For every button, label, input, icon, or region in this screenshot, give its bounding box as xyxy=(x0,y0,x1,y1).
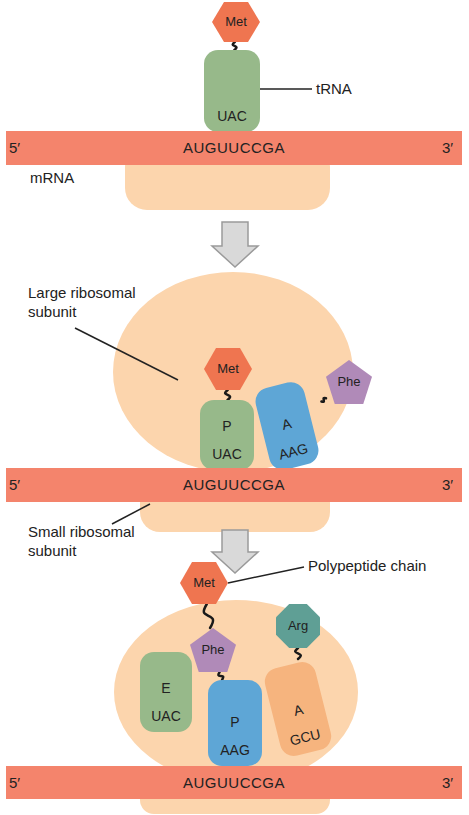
trna: E UAC xyxy=(140,652,192,732)
trna-text: UAC xyxy=(212,446,242,462)
trna-text: GCU xyxy=(288,726,322,749)
leader-line xyxy=(228,567,304,583)
text-holder: AUGUUCCGA xyxy=(6,131,462,165)
trna: UAC xyxy=(204,50,260,132)
shape-fill xyxy=(190,628,236,672)
part-label: Small ribosomal subunit xyxy=(28,522,158,560)
text-holder: Arg xyxy=(276,604,320,648)
trna-text: AAG xyxy=(277,440,310,463)
shape-fill xyxy=(326,360,372,404)
amino-acid: Met xyxy=(212,2,260,42)
peptide-bond-link xyxy=(233,42,237,50)
mrna-strand: AUGUUCCGA xyxy=(6,131,462,165)
leader-line xyxy=(260,88,312,90)
amino-acid-name: Met xyxy=(217,361,239,377)
text-holder: Met xyxy=(212,2,260,42)
peptide-bond-link xyxy=(204,604,213,628)
amino-acid: Met xyxy=(180,562,228,604)
trna-text: P xyxy=(222,418,231,434)
amino-acid: Phe xyxy=(190,628,236,672)
amino-acid-name: Arg xyxy=(288,618,308,634)
peptide-bond-link xyxy=(321,398,326,402)
sequence-text: AUGUUCCGA xyxy=(183,477,285,493)
trna-text: AAG xyxy=(220,742,250,758)
trna-text: UAC xyxy=(217,108,247,124)
text-holder: AUGUUCCGA xyxy=(6,468,462,502)
text-holder: Phe xyxy=(326,360,372,404)
step-arrow xyxy=(212,222,258,267)
shape-fill xyxy=(212,2,260,42)
shape-fill xyxy=(204,348,252,390)
strand-end: 5′ xyxy=(9,773,20,792)
text-holder: Met xyxy=(204,348,252,390)
sequence-text: AUGUUCCGA xyxy=(183,140,285,156)
shape-fill xyxy=(180,562,228,604)
trna-text: P xyxy=(230,714,239,730)
part-label: Large ribosomal subunit xyxy=(28,283,158,321)
part-label: mRNA xyxy=(30,168,74,187)
peptide-bond-link xyxy=(218,672,223,680)
trna: P AAG xyxy=(208,680,262,766)
text-holder: AUGUUCCGA xyxy=(6,766,462,799)
trna-text: A xyxy=(292,701,305,719)
text-holder: P AAG xyxy=(208,680,262,766)
amino-acid: Arg xyxy=(276,604,320,648)
peptide-bond-link xyxy=(295,648,301,659)
shape-fill xyxy=(276,604,320,648)
text-holder: Phe xyxy=(190,628,236,672)
amino-acid: Met xyxy=(204,348,252,390)
mrna-strand: AUGUUCCGA xyxy=(6,468,462,502)
text-holder: P UAC xyxy=(200,400,254,470)
strand-end: 5′ xyxy=(9,138,20,157)
trna-text: A xyxy=(280,415,293,433)
part-label: tRNA xyxy=(316,79,352,98)
amino-acid-name: Met xyxy=(225,14,247,30)
strand-end: 5′ xyxy=(9,475,20,494)
part-label: Polypeptide chain xyxy=(308,556,426,575)
trna-text: UAC xyxy=(151,708,181,724)
text-holder: E UAC xyxy=(140,652,192,732)
amino-acid: Phe xyxy=(326,360,372,404)
strand-end: 3′ xyxy=(442,773,453,792)
trna-text: E xyxy=(161,680,170,696)
text-holder: UAC xyxy=(204,50,260,132)
peptide-bond-link xyxy=(225,390,230,400)
mrna-strand: AUGUUCCGA xyxy=(6,766,462,799)
strand-end: 3′ xyxy=(442,138,453,157)
strand-end: 3′ xyxy=(442,475,453,494)
amino-acid-name: Phe xyxy=(337,374,360,390)
step-arrow xyxy=(212,530,258,573)
leader-line xyxy=(75,328,178,380)
amino-acid-name: Met xyxy=(193,575,215,591)
text-holder: Met xyxy=(180,562,228,604)
trna: P UAC xyxy=(200,400,254,470)
large-ribosomal-subunit xyxy=(113,272,353,472)
amino-acid-name: Phe xyxy=(201,642,224,658)
large-ribosomal-subunit xyxy=(114,600,358,784)
sequence-text: AUGUUCCGA xyxy=(183,775,285,791)
leader-line xyxy=(112,504,150,524)
